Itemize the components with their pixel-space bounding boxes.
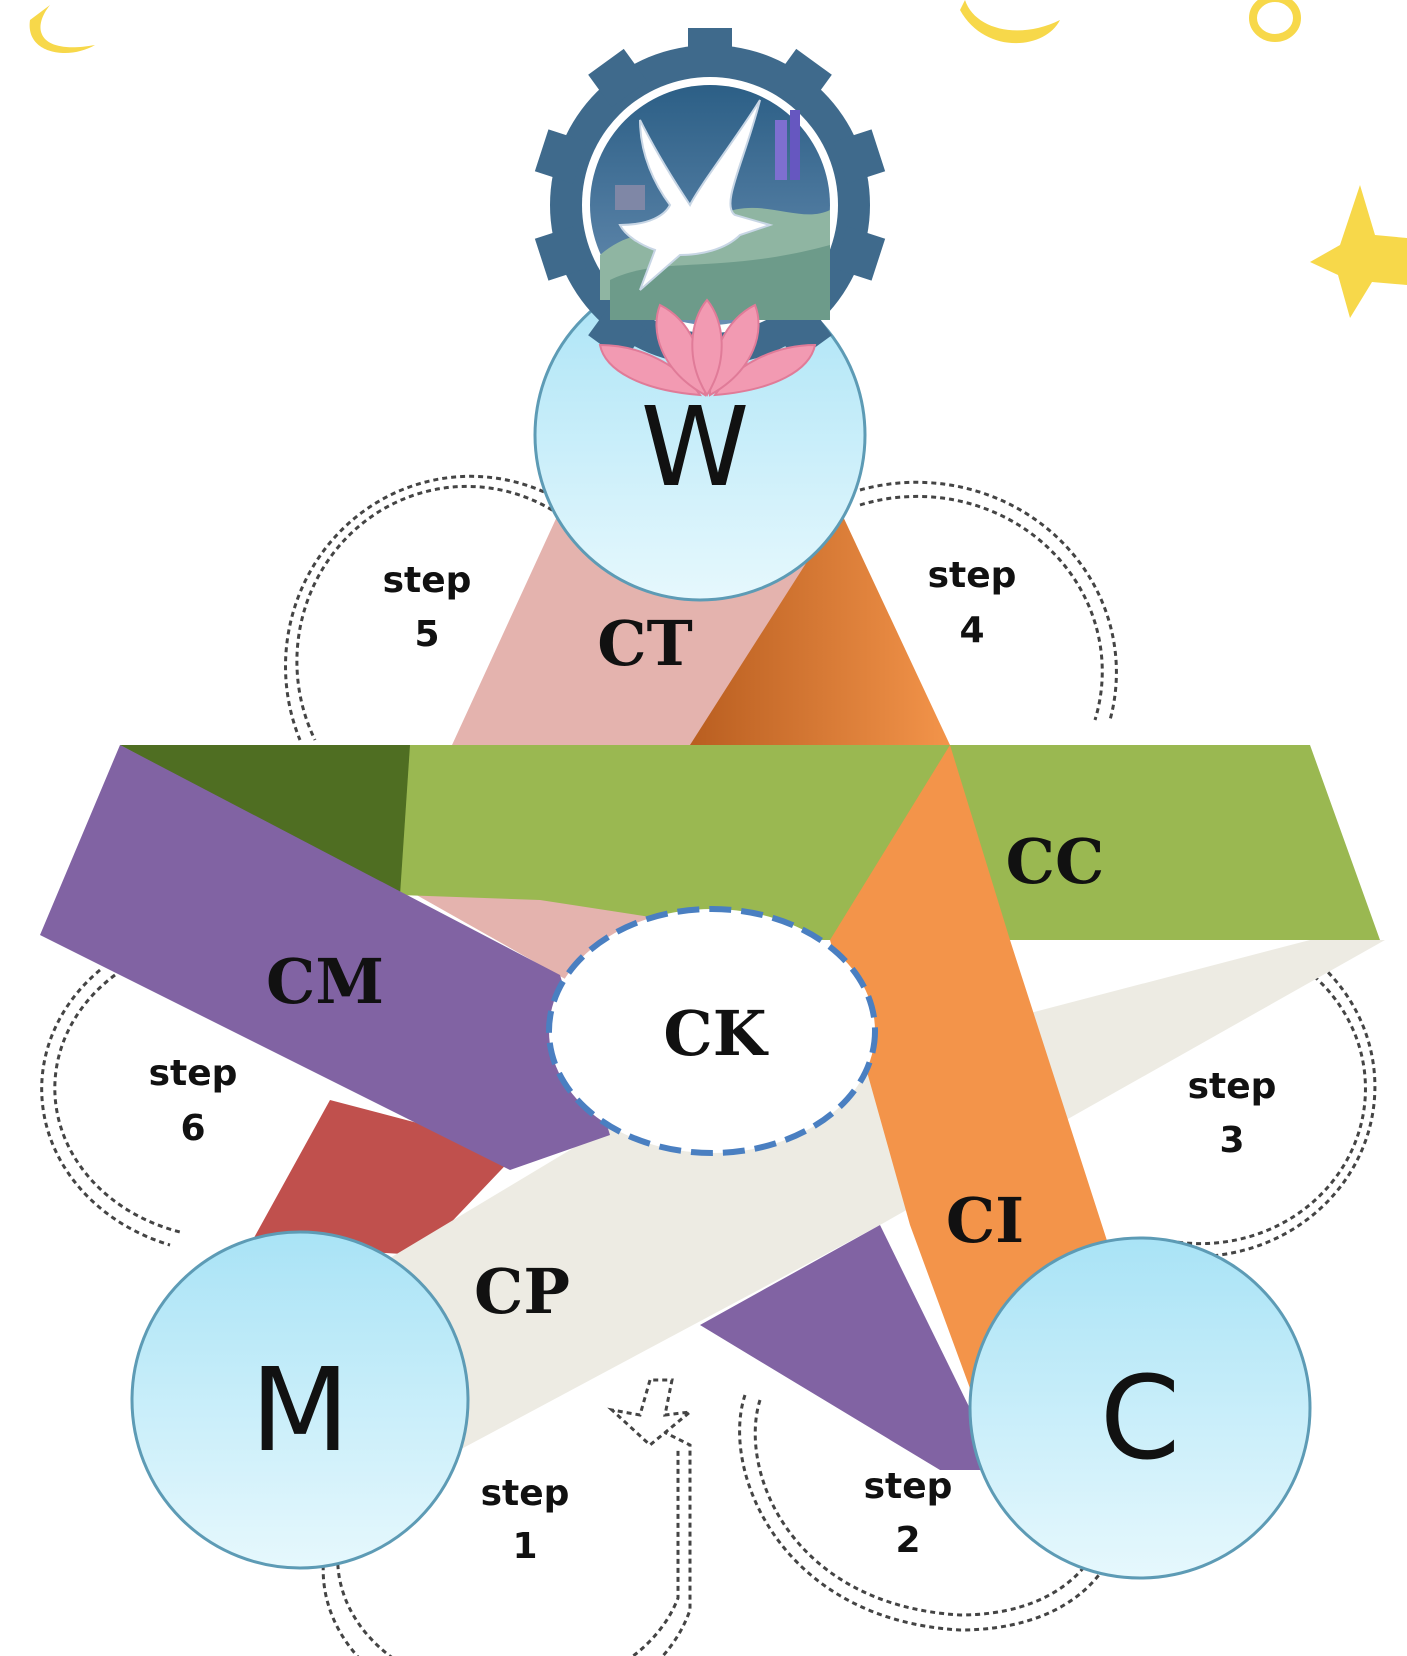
band-cm bbox=[40, 745, 610, 1170]
step-arc-6 bbox=[40, 968, 171, 1247]
moon-icon bbox=[29, 5, 95, 53]
band-cc bbox=[120, 745, 1380, 940]
star-icon bbox=[1310, 185, 1407, 318]
node-m: M bbox=[130, 1230, 470, 1570]
node-c-label: C bbox=[1100, 1352, 1180, 1486]
step-2: step 2 bbox=[864, 1466, 953, 1561]
step-6-number: 6 bbox=[180, 1108, 205, 1149]
step-arcs bbox=[40, 474, 1377, 1656]
step-arc-5-inner bbox=[295, 484, 561, 741]
step-arc-1 bbox=[321, 1418, 692, 1656]
dove-icon bbox=[618, 99, 774, 291]
gear-tooth bbox=[534, 129, 587, 184]
moon-icon bbox=[960, 0, 1060, 44]
step-1: step 1 bbox=[481, 1473, 570, 1567]
step-5-word: step bbox=[383, 560, 472, 601]
node-w-label: W bbox=[641, 383, 750, 511]
node-m-label: M bbox=[250, 1344, 349, 1478]
band-cc-shadow bbox=[120, 745, 410, 895]
band-cm-label: CM bbox=[266, 945, 384, 1018]
gear-tooth bbox=[588, 302, 648, 362]
band-cm-lower bbox=[700, 1225, 1000, 1470]
arrow-icon bbox=[607, 1378, 695, 1447]
gear-tooth bbox=[833, 226, 886, 281]
step-5-number: 5 bbox=[414, 614, 439, 655]
center-node-label: CK bbox=[663, 997, 768, 1070]
gear-tooth bbox=[772, 48, 832, 108]
step-arc-5 bbox=[284, 474, 561, 741]
node-w: W bbox=[533, 28, 886, 602]
step-arc-3 bbox=[1169, 958, 1377, 1259]
step-4-word: step bbox=[928, 555, 1017, 596]
step-1-word: step bbox=[481, 1473, 570, 1514]
ring-icon bbox=[1249, 0, 1301, 42]
gear-tooth bbox=[588, 48, 648, 108]
step-3-word: step bbox=[1188, 1066, 1277, 1107]
step-5: step 5 bbox=[383, 560, 472, 655]
band-cp-label: CP bbox=[474, 1255, 570, 1328]
step-2-word: step bbox=[864, 1466, 953, 1507]
step-arc-1-inner bbox=[336, 1450, 680, 1656]
step-arc-4 bbox=[859, 480, 1118, 721]
band-ct-label: CT bbox=[597, 607, 692, 680]
step-arc-2-inner bbox=[753, 1399, 1107, 1617]
step-arc-2 bbox=[738, 1394, 1122, 1632]
step-arc-6-inner bbox=[53, 973, 181, 1234]
decorations bbox=[29, 0, 1407, 318]
step-4: step 4 bbox=[928, 555, 1017, 651]
step-3-number: 3 bbox=[1219, 1120, 1244, 1161]
band-cp bbox=[370, 940, 1385, 1455]
step-6: step 6 bbox=[149, 1053, 238, 1149]
step-6-word: step bbox=[149, 1053, 238, 1094]
gear-tooth bbox=[688, 28, 732, 68]
step-4-number: 4 bbox=[959, 610, 984, 651]
gear-tooth bbox=[833, 129, 886, 184]
band-ci-top bbox=[690, 510, 950, 745]
step-arc-3-inner bbox=[1164, 963, 1367, 1246]
gear-tooth bbox=[534, 226, 587, 281]
step-3: step 3 bbox=[1188, 1066, 1277, 1161]
center-node bbox=[546, 906, 878, 1156]
step-2-number: 2 bbox=[895, 1520, 920, 1561]
step-arc-4-inner bbox=[859, 494, 1104, 721]
lotus-icon bbox=[598, 298, 817, 397]
band-cc-label: CC bbox=[1006, 825, 1105, 898]
band-ci-label: CI bbox=[946, 1184, 1024, 1257]
node-c: C bbox=[968, 1236, 1312, 1580]
step-1-number: 1 bbox=[512, 1526, 537, 1567]
